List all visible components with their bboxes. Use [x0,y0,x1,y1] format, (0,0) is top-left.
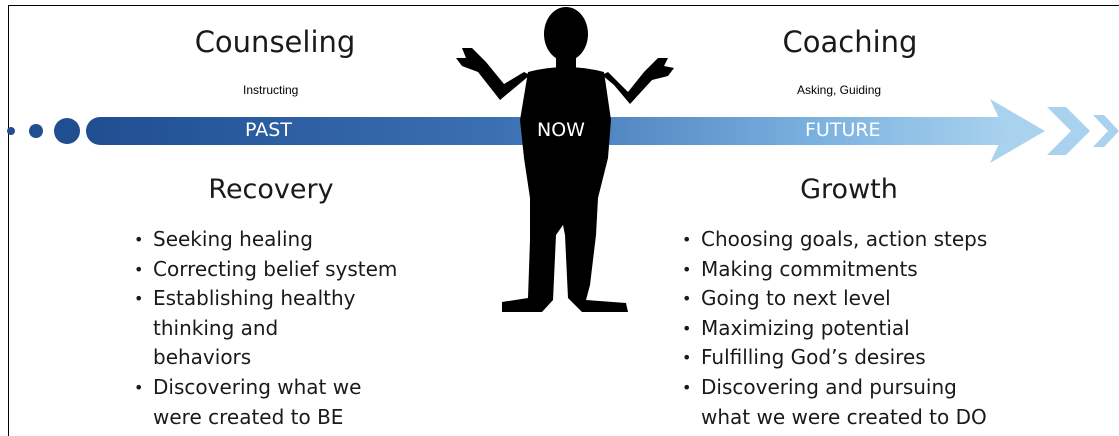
list-item: Establishing healthy thinking and behavi… [128,284,363,373]
timeline-chevron-1 [1047,107,1090,155]
list-item: Seeking healing [128,225,428,255]
list-item: Maximizing potential [676,314,1056,344]
future-label: FUTURE [805,119,881,141]
coaching-title: Coaching [782,25,918,59]
list-item: Discovering and pursuing what we were cr… [676,373,991,432]
list-item: Correcting belief system [128,255,428,285]
trail-dot-large [54,118,80,144]
past-label: PAST [245,119,292,141]
list-item: Going to next level [676,284,1056,314]
counseling-title: Counseling [194,25,356,59]
growth-list: Choosing goals, action steps Making comm… [676,225,1056,432]
list-item: Making commitments [676,255,1056,285]
counseling-subtitle: Instructing [243,83,299,97]
now-label: NOW [537,119,585,141]
trail-dot-small [7,127,15,135]
list-item: Choosing goals, action steps [676,225,1056,255]
timeline-chevron-2 [1093,115,1119,147]
recovery-heading: Recovery [208,174,334,205]
recovery-list: Seeking healing Correcting belief system… [128,225,428,432]
coaching-subtitle: Asking, Guiding [797,83,882,97]
list-item: Discovering what we were created to BE [128,373,393,432]
list-item: Fulfilling God’s desires [676,343,1056,373]
diagram-frame [8,5,1119,436]
timeline-arrow-head [990,99,1045,163]
trail-dot-medium [29,124,43,138]
growth-heading: Growth [800,174,898,205]
